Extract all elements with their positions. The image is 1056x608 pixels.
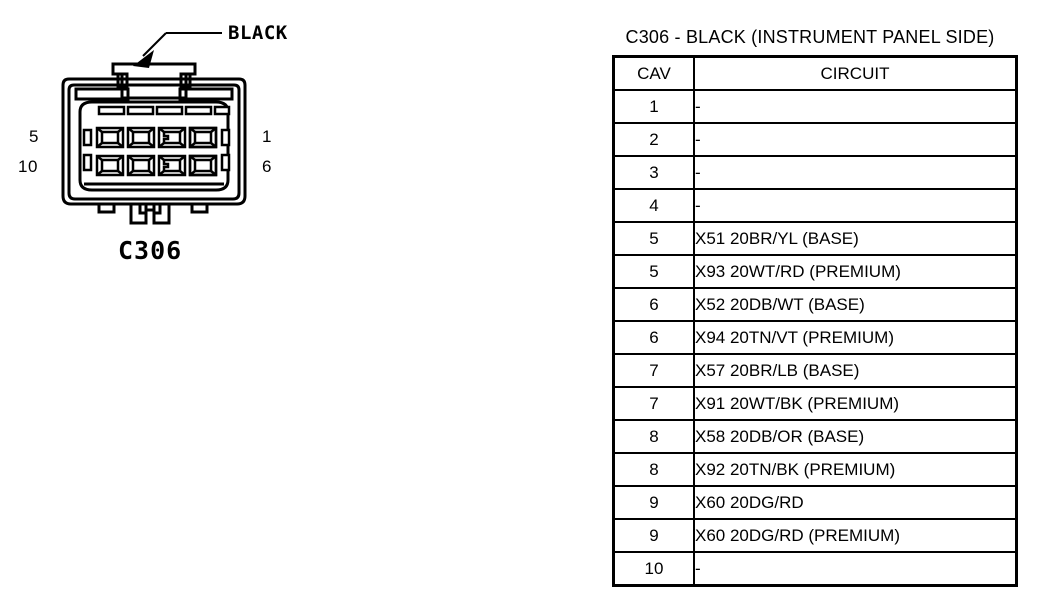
connector-latch-tab xyxy=(111,62,197,100)
cell-cav: 6 xyxy=(612,320,695,355)
connector-vent-slots xyxy=(97,105,231,116)
black-callout-text: BLACK xyxy=(228,22,288,44)
cavity-column-right xyxy=(188,126,218,177)
cell-cav: 8 xyxy=(612,452,695,487)
cell-circuit: X60 20DG/RD xyxy=(693,485,1018,520)
cell-cav: 2 xyxy=(612,122,695,157)
cavity-row-top xyxy=(95,126,218,149)
table-header: CAV CIRCUIT xyxy=(612,55,1018,91)
cell-cav: 7 xyxy=(612,353,695,388)
table-row: 3- xyxy=(612,155,1018,190)
table-row: 10- xyxy=(612,551,1018,587)
cell-cav: 6 xyxy=(612,287,695,322)
pin-number-bottom-left: 10 xyxy=(18,157,38,176)
cell-cav: 8 xyxy=(612,419,695,454)
connector-side-slots xyxy=(82,128,231,172)
column-header-cav: CAV xyxy=(612,55,695,91)
column-header-circuit: CIRCUIT xyxy=(693,55,1018,91)
pin-number-top-right: 1 xyxy=(262,127,272,146)
table-header-row: CAV CIRCUIT xyxy=(612,55,1018,91)
cavity-7 xyxy=(188,154,218,177)
cell-cav: 5 xyxy=(612,254,695,289)
cavity-9 xyxy=(126,154,156,177)
cell-circuit: X93 20WT/RD (PREMIUM) xyxy=(693,254,1018,289)
cavity-3 xyxy=(157,126,187,149)
cavity-1-opening xyxy=(188,126,218,149)
cavity-8 xyxy=(157,154,187,177)
table-title: C306 - BLACK (INSTRUMENT PANEL SIDE) xyxy=(625,27,995,47)
cell-circuit: X94 20TN/VT (PREMIUM) xyxy=(693,320,1018,355)
cell-circuit: X91 20WT/BK (PREMIUM) xyxy=(693,386,1018,421)
connector-shoulder-slots xyxy=(74,87,234,101)
connector-bottom-tabs xyxy=(97,202,209,225)
cell-circuit: X57 20BR/LB (BASE) xyxy=(693,353,1018,388)
cavity-4 xyxy=(126,126,156,149)
cavity-5 xyxy=(95,126,125,149)
cell-circuit: - xyxy=(693,188,1018,223)
cell-circuit: - xyxy=(693,89,1018,124)
cell-cav: 5 xyxy=(612,221,695,256)
cavity-6-opening xyxy=(188,154,218,177)
cell-circuit: - xyxy=(693,551,1018,587)
cell-cav: 7 xyxy=(612,386,695,421)
cavity-row-bottom xyxy=(95,154,218,177)
cell-cav: 3 xyxy=(612,155,695,190)
pin-number-top-left: 5 xyxy=(29,127,39,146)
connector-outer-shell xyxy=(61,77,247,206)
cavity-10 xyxy=(95,154,125,177)
connector-diagram-panel: BLACK 5 10 1 6 C306 xyxy=(18,22,288,265)
cell-circuit: X52 20DB/WT (BASE) xyxy=(693,287,1018,322)
circuit-table-panel: C306 - BLACK (INSTRUMENT PANEL SIDE) CAV… xyxy=(600,0,1056,608)
table-row: 4- xyxy=(612,188,1018,223)
cell-cav: 9 xyxy=(612,485,695,520)
cell-circuit: X51 20BR/YL (BASE) xyxy=(693,221,1018,256)
cell-circuit: - xyxy=(693,155,1018,190)
cell-cav: 1 xyxy=(612,89,695,124)
table-row: 1- xyxy=(612,89,1018,124)
cell-cav: 9 xyxy=(612,518,695,553)
table-row: 2- xyxy=(612,122,1018,157)
cell-cav: 4 xyxy=(612,188,695,223)
cell-circuit: X58 20DB/OR (BASE) xyxy=(693,419,1018,454)
connector-illustration xyxy=(61,32,247,225)
pin-number-bottom-right: 6 xyxy=(262,157,272,176)
cell-circuit: X60 20DG/RD (PREMIUM) xyxy=(693,518,1018,553)
cell-cav: 10 xyxy=(612,551,695,587)
connector-name-label: C306 xyxy=(118,236,183,265)
cavity-2 xyxy=(188,126,218,149)
cell-circuit: X92 20TN/BK (PREMIUM) xyxy=(693,452,1018,487)
cell-circuit: - xyxy=(693,122,1018,157)
